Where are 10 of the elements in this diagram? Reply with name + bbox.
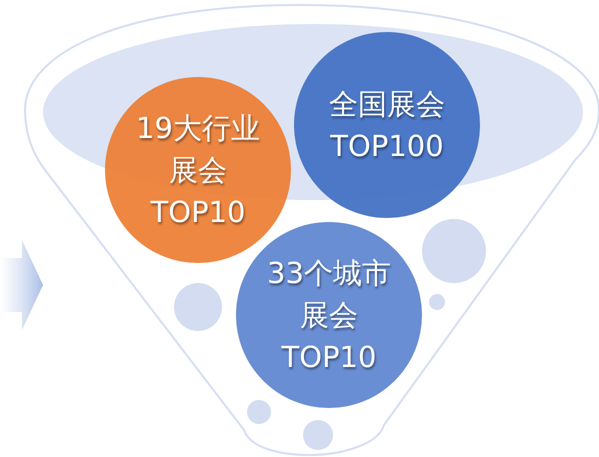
category-label: 全国展会 — [328, 86, 446, 123]
rank-label: TOP10 — [280, 339, 378, 376]
rank-label: TOP100 — [329, 128, 445, 165]
category-label: 19大行业展会 — [135, 110, 261, 189]
rank-label: TOP10 — [149, 194, 246, 231]
bubble — [429, 294, 445, 310]
bubble — [303, 420, 333, 450]
bubble — [174, 283, 222, 331]
bubble — [247, 400, 271, 424]
category-label: 33个城市展会 — [266, 255, 392, 334]
